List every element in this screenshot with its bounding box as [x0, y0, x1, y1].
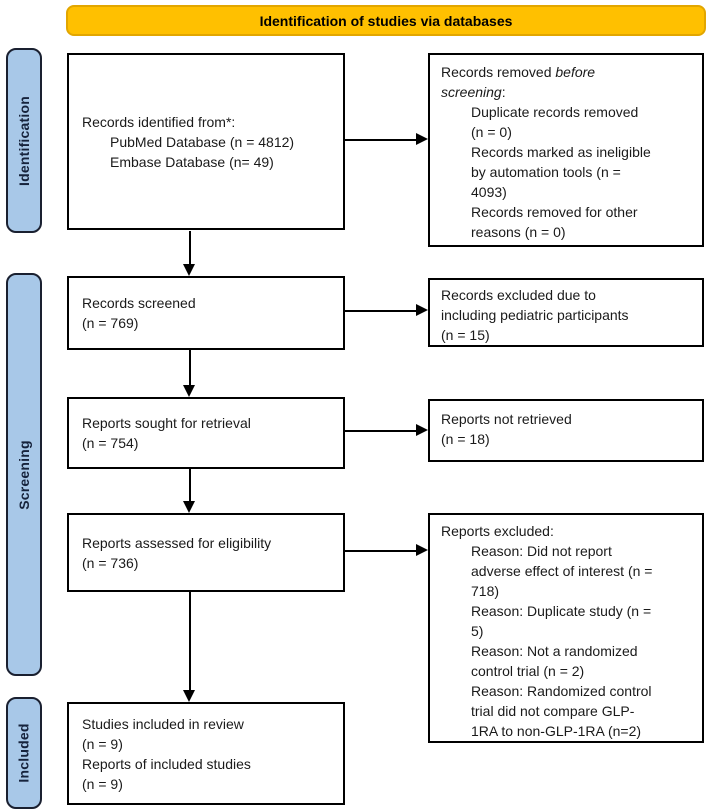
banner: Identification of studies via databases — [66, 5, 706, 36]
arrow-identified-to-removed — [345, 133, 428, 145]
box-records-removed-title-prefix: Records removed — [441, 64, 556, 80]
box-records-removed-item: Records removed for other reasons (n = 0… — [471, 204, 638, 240]
arrow-screened-to-excluded — [345, 304, 428, 316]
box-records-removed-title-suffix: : — [501, 84, 506, 100]
box-records-screened: Records screened (n = 769) — [67, 276, 345, 350]
stage-label-identification-text: Identification — [16, 95, 33, 186]
arrow-sought-to-assessed — [183, 469, 195, 513]
box-reports-excluded-item: Reason: Duplicate study (n = 5) — [471, 603, 652, 639]
box-records-identified-title: Records identified from*: — [82, 113, 236, 130]
arrow-screened-to-sought — [183, 350, 195, 397]
arrow-identified-to-screened — [183, 231, 195, 276]
box-reports-sought: Reports sought for retrieval (n = 754) — [67, 397, 345, 469]
box-reports-excluded-title: Reports excluded: — [441, 523, 554, 539]
box-records-identified-item: Embase Database (n= 49) — [110, 153, 274, 170]
box-reports-excluded-item: Reason: Randomized control trial did not… — [471, 683, 652, 739]
box-reports-excluded-item: Reason: Not a randomized control trial (… — [471, 643, 638, 679]
box-records-removed-title: Records removed before screening: — [441, 62, 694, 102]
box-records-removed-item: Duplicate records removed (n = 0) — [471, 104, 639, 140]
box-records-excluded: Records excluded due to including pediat… — [428, 278, 704, 347]
box-records-removed-item: Records marked as ineligible by automati… — [471, 144, 651, 200]
stage-label-included: Included — [6, 697, 42, 809]
box-reports-assessed: Reports assessed for eligibility (n = 73… — [67, 513, 345, 592]
stage-label-screening-text: Screening — [16, 439, 32, 510]
box-reports-excluded-item: Reason: Did not report adverse effect of… — [471, 543, 653, 599]
box-reports-not-retrieved: Reports not retrieved (n = 18) — [428, 399, 704, 462]
arrow-sought-to-not-retrieved — [345, 424, 428, 436]
box-records-identified: Records identified from*: PubMed Databas… — [67, 53, 345, 230]
arrow-assessed-to-reports-excluded — [345, 544, 428, 556]
arrow-assessed-to-included — [183, 592, 195, 702]
box-reports-excluded: Reports excluded: Reason: Did not report… — [428, 513, 704, 743]
stage-label-screening: Screening — [6, 273, 42, 676]
box-records-identified-item: PubMed Database (n = 4812) — [110, 133, 295, 150]
banner-title: Identification of studies via databases — [259, 12, 513, 29]
box-records-removed: Records removed before screening: Duplic… — [428, 53, 704, 247]
box-records-removed-title-italic: before screening — [441, 64, 596, 100]
stage-label-included-text: Included — [16, 723, 33, 783]
stage-label-identification: Identification — [6, 48, 42, 233]
box-studies-included: Studies included in review (n = 9) Repor… — [67, 702, 345, 805]
